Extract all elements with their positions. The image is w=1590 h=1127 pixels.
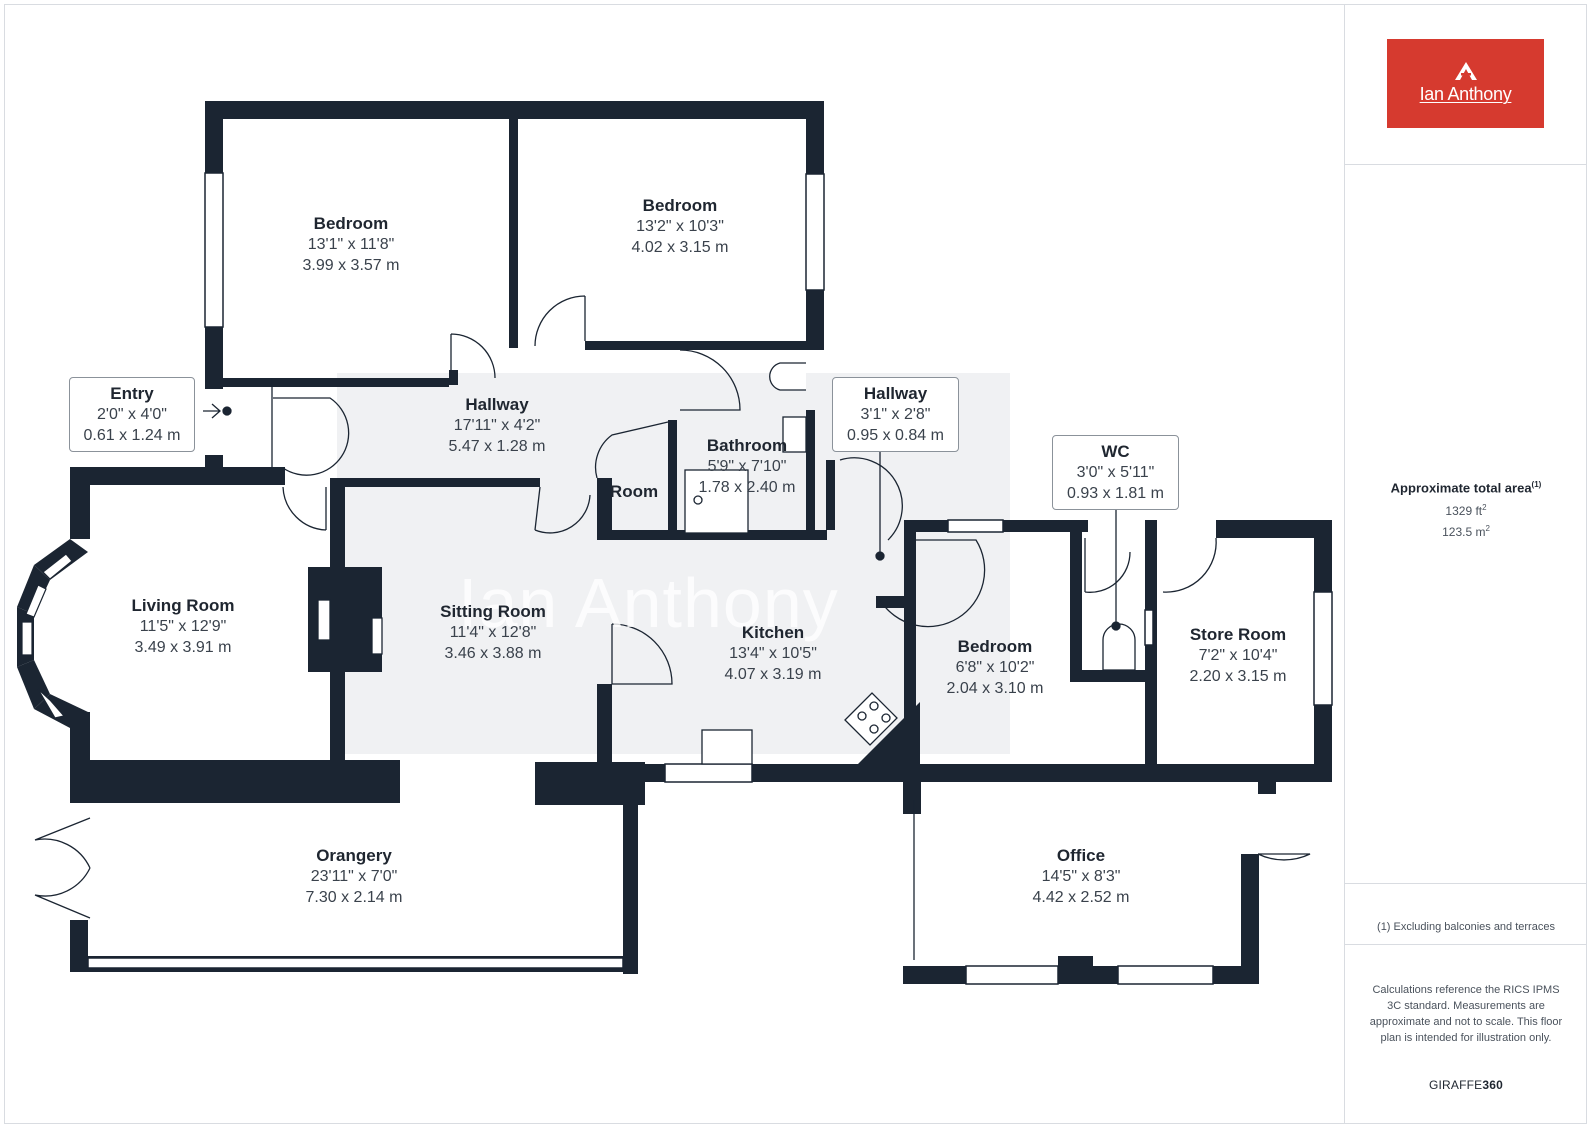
divider [1345,883,1587,884]
room-callout-hallway-2: Hallway 3'1" x 2'8" 0.95 x 0.84 m [832,377,959,452]
room-dim-metric: 5.47 x 1.28 m [448,438,546,455]
area-sqm-value: 123.5 m [1442,525,1486,540]
room-dim-metric: 2.04 x 3.10 m [946,680,1044,697]
watermark-text: Ian Anthony [458,564,839,642]
room-name: Hallway [465,395,529,414]
room-name: Bathroom [706,436,788,455]
room-label-bedroom-2: Bedroom 13'2" x 10'3" 4.02 x 3.15 m [632,195,729,258]
room-name: Room [609,482,659,501]
room-dim-imperial: 6'8" x 10'2" [955,659,1035,676]
area-summary: Approximate total area(1) 1329 ft2 123.5… [1345,480,1587,539]
area-sqft-exponent: 2 [1482,503,1487,513]
room-dim-metric: 1.78 x 2.40 m [698,479,796,496]
area-title: Approximate total area(1) [1345,480,1587,495]
room-label-orangery: Orangery 23'11" x 7'0" 7.30 x 2.14 m [306,845,403,908]
room-dim-metric: 3.99 x 3.57 m [302,257,400,274]
room-name: Sitting Room [440,602,546,621]
info-sidebar: Ian Anthony Approximate total area(1) 13… [1344,4,1587,1124]
walls [70,101,1332,984]
room-name: Store Room [1189,625,1287,644]
room-dim-metric: 3.49 x 3.91 m [134,639,232,656]
room-name: Bedroom [642,196,718,215]
room-dim-metric: 0.93 x 1.81 m [1067,485,1164,502]
area-sqm: 123.5 m2 [1345,524,1587,539]
room-dim-metric: 4.07 x 3.19 m [724,666,822,683]
room-dim-metric: 4.02 x 3.15 m [631,239,729,256]
room-name: Living Room [131,596,235,615]
room-dim-metric: 3.46 x 3.88 m [444,645,542,662]
windows [87,172,1333,985]
area-footnote-marker: (1) [1531,480,1542,489]
area-footnote: (1) Excluding balconies and terraces [1377,921,1555,933]
room-dim-imperial: 3'0" x 5'11" [1076,464,1155,481]
room-dim-imperial: 2'0" x 4'0" [97,406,167,423]
credit-light: GIRAFFE [1428,1078,1483,1092]
room-dim-metric: 7.30 x 2.14 m [305,889,403,906]
area-title-text: Approximate total area [1390,480,1532,496]
room-dim-imperial: 13'4" x 10'5" [729,645,817,662]
room-dim-metric: 2.20 x 3.15 m [1189,668,1287,685]
room-dim-imperial: 14'5" x 8'3" [1041,868,1121,885]
room-dim-imperial: 7'2" x 10'4" [1198,647,1278,664]
divider [1345,164,1587,165]
room-name: Bedroom [313,214,389,233]
brand-logo: Ian Anthony [1387,39,1544,128]
room-dim-imperial: 13'2" x 10'3" [636,218,724,235]
room-label-kitchen: Kitchen 13'4" x 10'5" 4.07 x 3.19 m [725,622,822,685]
area-sqm-exponent: 2 [1485,524,1490,534]
room-label-bedroom-1: Bedroom 13'1" x 11'8" 3.99 x 3.57 m [303,213,400,276]
room-callout-wc: WC 3'0" x 5'11" 0.93 x 1.81 m [1052,435,1179,510]
calculation-disclaimer: Calculations reference the RICS IPMS 3C … [1369,984,1563,1044]
room-dim-imperial: 5'9" x 7'10" [707,458,787,475]
room-dim-imperial: 3'1" x 2'8" [860,406,931,423]
room-callout-entry: Entry 2'0" x 4'0" 0.61 x 1.24 m [69,377,195,452]
fixtures [203,362,1136,765]
room-label-bedroom-3: Bedroom 6'8" x 10'2" 2.04 x 3.10 m [947,636,1044,699]
room-label-living-room: Living Room 11'5" x 12'9" 3.49 x 3.91 m [132,595,235,658]
area-sqft: 1329 ft2 [1345,503,1587,518]
room-name: Kitchen [741,623,805,642]
room-dim-metric: 0.95 x 0.84 m [847,427,944,444]
room-label-sitting-room: Sitting Room 11'4" x 12'8" 3.46 x 3.88 m [440,601,546,664]
room-label-fragment: Room [610,481,658,502]
room-name: Orangery [316,846,392,865]
room-name: Hallway [863,384,928,403]
room-name: WC [1101,442,1130,461]
room-dim-imperial: 23'11" x 7'0" [310,868,398,885]
room-dim-imperial: 17'11" x 4'2" [453,417,541,434]
room-name: Entry [110,384,154,403]
room-label-office: Office 14'5" x 8'3" 4.42 x 2.52 m [1033,845,1130,908]
divider [1345,944,1587,945]
room-dim-imperial: 13'1" x 11'8" [307,236,395,253]
logo-text: Ian Anthony [1419,84,1512,104]
area-sqft-value: 1329 ft [1445,504,1483,519]
room-name: Bedroom [957,637,1033,656]
room-label-bathroom: Bathroom 5'9" x 7'10" 1.78 x 2.40 m [699,435,796,498]
logo-mark-icon [1454,62,1477,80]
room-dim-imperial: 11'5" x 12'9" [139,618,227,635]
room-dim-imperial: 11'4" x 12'8" [449,624,537,641]
giraffe360-credit: GIRAFFE360 [1345,1078,1587,1092]
doors [34,295,1311,960]
room-name: Office [1056,846,1106,865]
room-label-hallway-1: Hallway 17'11" x 4'2" 5.47 x 1.28 m [449,394,546,457]
room-dim-metric: 4.42 x 2.52 m [1032,889,1130,906]
credit-bold: 360 [1482,1078,1504,1092]
room-label-store-room: Store Room 7'2" x 10'4" 2.20 x 3.15 m [1190,624,1287,687]
page-frame [4,4,1587,1124]
room-dim-metric: 0.61 x 1.24 m [83,427,181,444]
